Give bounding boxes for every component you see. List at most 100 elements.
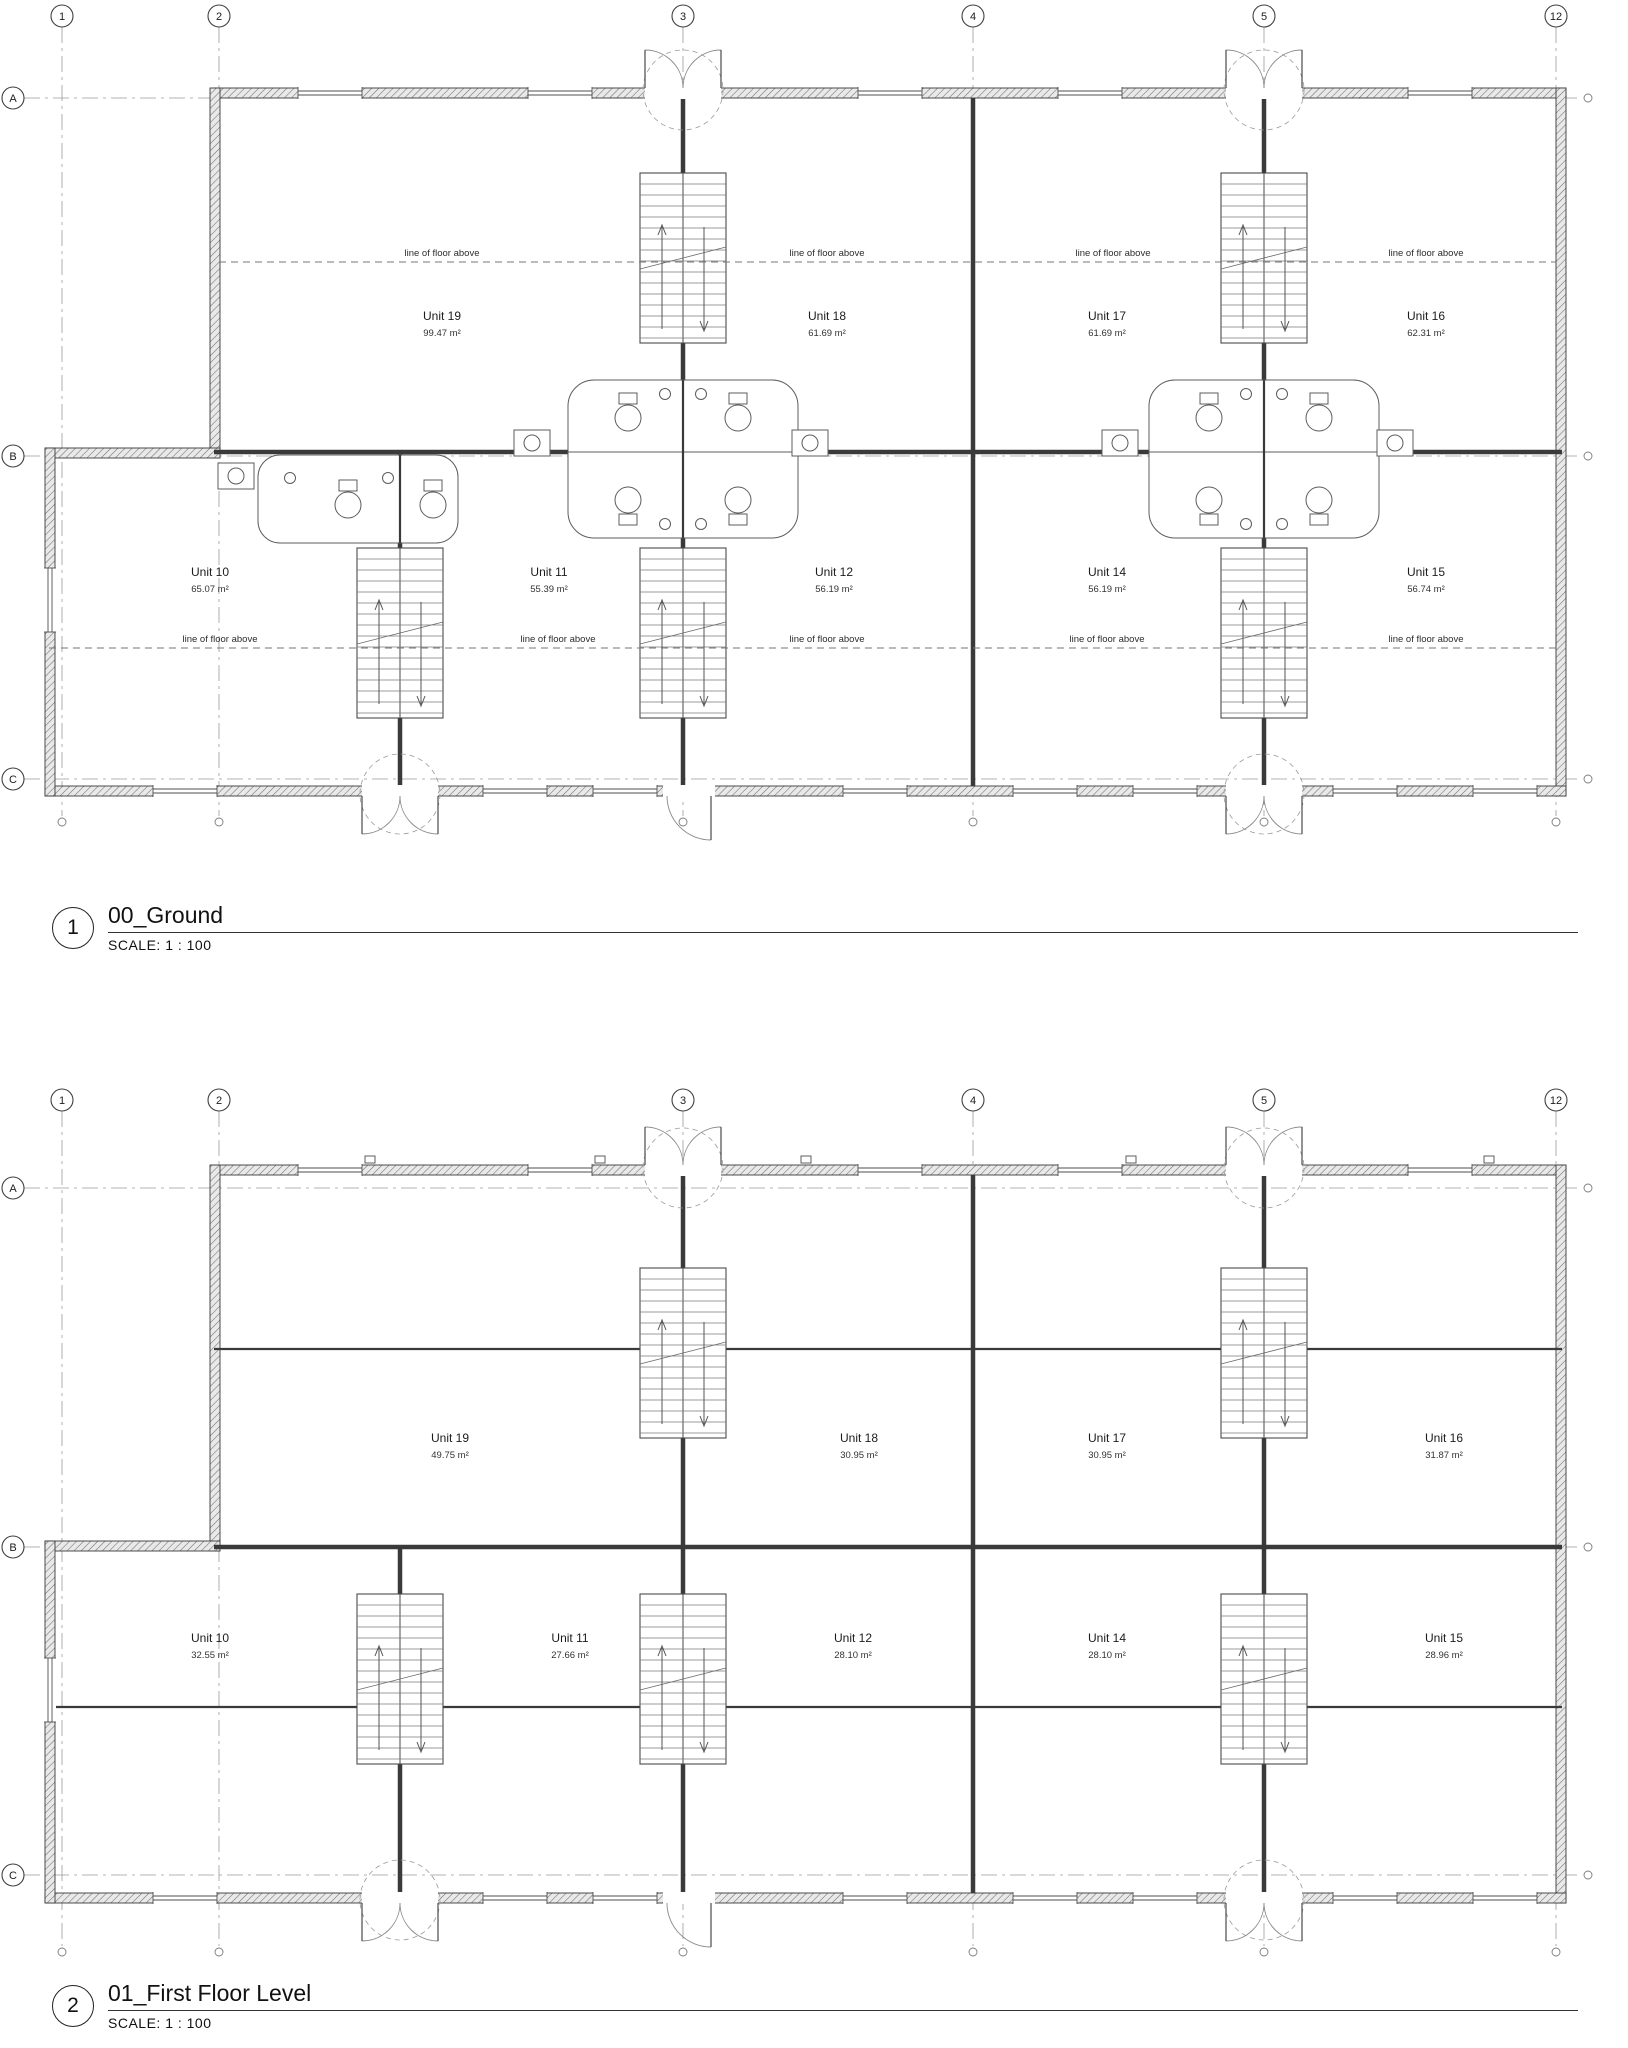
grid-bubble-12: 12: [1550, 11, 1562, 23]
unit-labels: Unit 19 49.75 m² Unit 18 30.95 m² Unit 1…: [191, 1431, 1463, 1661]
bathroom-pod-left: [257, 454, 459, 544]
grid-lines: [24, 1111, 1582, 1946]
appliance: [513, 429, 551, 457]
bathroom-pod-right: [1148, 379, 1380, 539]
view-number-circle: 1: [52, 907, 94, 949]
unit-label: Unit 19: [431, 1431, 469, 1445]
stair: [639, 1267, 727, 1439]
floor-above-lines: line of floor above line of floor above …: [49, 248, 1556, 649]
appliance: [1376, 429, 1414, 457]
stairs: [356, 1267, 1308, 1765]
floor-above-label: line of floor above: [1389, 248, 1464, 259]
door-swing-single: [663, 785, 715, 841]
stair: [1220, 547, 1308, 719]
basin-fixture: [1240, 388, 1252, 400]
unit-label: Unit 11: [530, 565, 567, 579]
unit-area: 56.19 m²: [1088, 584, 1126, 595]
door-swing-single: [663, 1892, 715, 1948]
view-number-circle: 2: [52, 1985, 94, 2027]
appliance: [1101, 429, 1139, 457]
grid-bubble-b: B: [9, 451, 16, 463]
grid-bubble-3: 3: [680, 11, 686, 23]
unit-area: 61.69 m²: [808, 328, 846, 339]
unit-area: 99.47 m²: [423, 328, 461, 339]
stair: [639, 1593, 727, 1765]
view-title-block-first: 2 01_First Floor Level SCALE: 1 : 100: [52, 1980, 1578, 2031]
unit-label: Unit 18: [808, 309, 846, 323]
unit-area: 65.07 m²: [191, 584, 229, 595]
basin-fixture: [659, 518, 671, 530]
unit-area: 28.10 m²: [834, 1650, 872, 1661]
stair: [1220, 172, 1308, 344]
interior-walls: [49, 1175, 1562, 1893]
wc-fixture: [1195, 486, 1223, 526]
basin-fixture: [695, 388, 707, 400]
unit-area: 27.66 m²: [551, 1650, 589, 1661]
unit-label: Unit 12: [834, 1631, 872, 1645]
unit-label: Unit 14: [1088, 1631, 1126, 1645]
view-title: 00_Ground: [108, 902, 1578, 933]
stair: [1220, 1593, 1308, 1765]
wc-fixture: [614, 392, 642, 432]
grid-bubble-4: 4: [970, 1095, 976, 1107]
bathroom-pod-mid: [567, 379, 799, 539]
view-scale: SCALE: 1 : 100: [108, 2015, 212, 2031]
basin-fixture: [1240, 518, 1252, 530]
basin-fixture: [284, 472, 296, 484]
floor-above-label: line of floor above: [405, 248, 480, 259]
unit-area: 56.74 m²: [1407, 584, 1445, 595]
unit-label: Unit 10: [191, 565, 229, 579]
floor-above-label: line of floor above: [1070, 634, 1145, 645]
grid-bubble-5: 5: [1261, 11, 1267, 23]
wc-fixture: [419, 479, 447, 519]
grid-bubbles: 1 2 3 4 5 12 A B C: [1, 1088, 1593, 1957]
grid-bubble-4: 4: [970, 11, 976, 23]
unit-label: Unit 12: [815, 565, 853, 579]
grid-bubble-a: A: [9, 93, 17, 105]
basin-fixture: [1276, 388, 1288, 400]
unit-label: Unit 11: [551, 1631, 588, 1645]
unit-label: Unit 17: [1088, 309, 1126, 323]
floor-above-label: line of floor above: [790, 248, 865, 259]
basin-fixture: [382, 472, 394, 484]
grid-bubble-5: 5: [1261, 1095, 1267, 1107]
unit-label: Unit 19: [423, 309, 461, 323]
basin-fixture: [1276, 518, 1288, 530]
view-title-block-ground: 1 00_Ground SCALE: 1 : 100: [52, 902, 1578, 953]
wc-fixture: [614, 486, 642, 526]
appliance: [217, 462, 255, 490]
grid-bubbles: 1 2 3 4 5 12 A B C: [1, 4, 1593, 827]
grid-bubble-b: B: [9, 1542, 16, 1554]
floor-above-label: line of floor above: [1389, 634, 1464, 645]
ground-floor-plan: 1 2 3 4 5 12 A B C: [1, 4, 1593, 841]
unit-area: 62.31 m²: [1407, 328, 1445, 339]
unit-label: Unit 17: [1088, 1431, 1126, 1445]
unit-area: 28.96 m²: [1425, 1650, 1463, 1661]
windows: [43, 1163, 1538, 1905]
stair: [356, 1593, 444, 1765]
first-floor-plan: 1 2 3 4 5 12 A B C: [1, 1088, 1593, 1957]
unit-label: Unit 16: [1425, 1431, 1463, 1445]
wc-fixture: [724, 486, 752, 526]
stair: [639, 172, 727, 344]
unit-labels: Unit 19 99.47 m² Unit 18 61.69 m² Unit 1…: [191, 309, 1445, 595]
floor-above-label: line of floor above: [183, 634, 258, 645]
grid-bubble-a: A: [9, 1183, 17, 1195]
wc-fixture: [1305, 486, 1333, 526]
grid-bubble-2: 2: [216, 11, 222, 23]
unit-label: Unit 14: [1088, 565, 1126, 579]
entrance-doors: [359, 1126, 1305, 1948]
wc-fixture: [334, 479, 362, 519]
wc-fixture: [1305, 392, 1333, 432]
floor-above-label: line of floor above: [790, 634, 865, 645]
basin-fixture: [659, 388, 671, 400]
roof-vents: [364, 1155, 1495, 1164]
grid-bubble-1: 1: [59, 11, 65, 23]
unit-area: 61.69 m²: [1088, 328, 1126, 339]
grid-bubble-2: 2: [216, 1095, 222, 1107]
floor-above-label: line of floor above: [521, 634, 596, 645]
wc-fixture: [724, 392, 752, 432]
basin-fixture: [695, 518, 707, 530]
appliance: [791, 429, 829, 457]
